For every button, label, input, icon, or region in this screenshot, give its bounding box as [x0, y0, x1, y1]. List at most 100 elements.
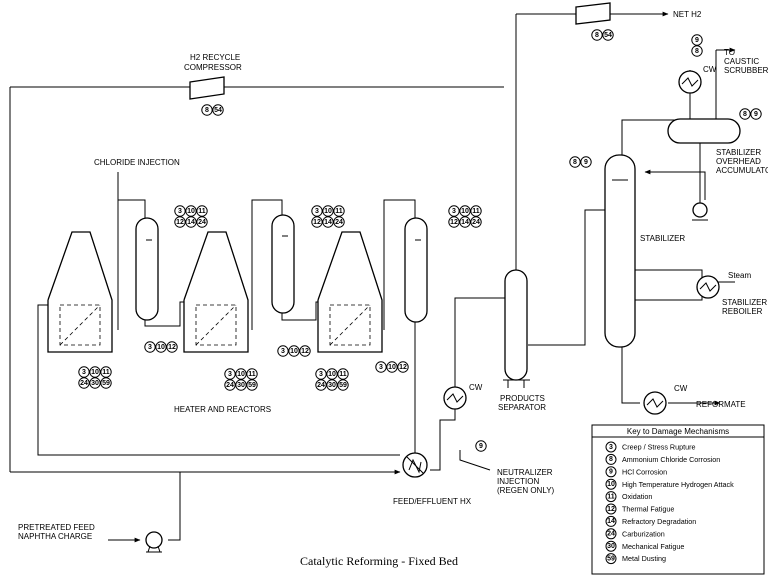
damage-marker-number: 3	[178, 208, 182, 215]
cw-reformate-label: CW	[674, 384, 688, 393]
damage-marker-number: 30	[237, 382, 245, 389]
damage-marker-circle	[174, 216, 186, 228]
damage-marker-number: 11	[335, 208, 343, 215]
damage-marker-number: 3	[228, 371, 232, 378]
damage-marker-circle	[691, 34, 703, 46]
damage-marker-circle	[337, 379, 349, 391]
damage-marker-circle	[78, 366, 90, 378]
damage-marker-number: 11	[102, 369, 110, 376]
key-item-text: Mechanical Fatigue	[622, 542, 684, 551]
accum-bottom-line	[695, 145, 701, 206]
key-title: Key to Damage Mechanisms	[627, 427, 729, 436]
steam-label: Steam	[728, 271, 751, 280]
damage-marker-number: 11	[472, 208, 480, 215]
key-marker-circle	[605, 540, 617, 552]
stab-overhead-line	[621, 70, 691, 160]
damage-marker-circle	[235, 379, 247, 391]
products-label: PRODUCTS	[500, 394, 545, 403]
injection-label: INJECTION	[497, 477, 539, 486]
cw-separator-label: CW	[469, 383, 483, 392]
damage-marker-circle	[397, 361, 409, 373]
caustic-label: CAUSTIC	[724, 57, 759, 66]
damage-marker-number: 24	[80, 380, 88, 387]
damage-marker-number: 11	[248, 371, 256, 378]
feed-pump	[145, 531, 163, 553]
damage-marker-number: 14	[187, 219, 195, 226]
damage-marker-circle	[470, 205, 482, 217]
cw-condenser-label: CW	[703, 65, 717, 74]
damage-marker-circle	[277, 345, 289, 357]
damage-marker-number: 3	[148, 344, 152, 351]
damage-marker-circle	[185, 216, 197, 228]
damage-marker-circle	[459, 205, 471, 217]
damage-marker-number: 59	[339, 382, 347, 389]
key-item-text: HCl Corrosion	[622, 467, 667, 476]
damage-marker-circle	[315, 379, 327, 391]
damage-marker-circle	[691, 45, 703, 57]
stabilizer-label: STABILIZER	[640, 234, 685, 243]
compressor-label: COMPRESSOR	[184, 63, 242, 72]
damage-marker-number: 3	[452, 208, 456, 215]
damage-marker-circle	[78, 377, 90, 389]
damage-marker-circle	[311, 205, 323, 217]
reboiler-loop-line	[635, 269, 703, 301]
damage-marker-circle	[322, 216, 334, 228]
feed-pump-discharge-line	[168, 472, 181, 541]
damage-marker-circle	[100, 366, 112, 378]
damage-marker-circle	[174, 205, 186, 217]
products-separator	[503, 269, 530, 388]
damage-marker-circle	[299, 345, 311, 357]
accumulator-label-2: OVERHEAD	[716, 157, 761, 166]
damage-marker-circle	[196, 205, 208, 217]
stabilizer-reboiler	[696, 275, 720, 299]
key-marker-number: 3	[609, 444, 613, 451]
damage-marker-circle	[235, 368, 247, 380]
heater-3	[317, 231, 383, 353]
overhead-condenser	[678, 70, 702, 94]
key-marker-circle	[605, 503, 617, 515]
overhead-accumulator	[667, 118, 741, 148]
reactor-3	[404, 217, 428, 323]
key-item-text: Oxidation	[622, 492, 652, 501]
key-marker-number: 24	[607, 531, 615, 538]
damage-marker-number: 12	[450, 219, 458, 226]
damage-marker-number: 9	[584, 159, 588, 166]
reformate-cooler	[643, 391, 667, 415]
damage-marker-number: 30	[328, 382, 336, 389]
damage-marker-number: 12	[301, 348, 309, 355]
damage-marker-number: 10	[388, 364, 396, 371]
reflux-line	[644, 169, 706, 200]
damage-marker-number: 10	[324, 208, 332, 215]
damage-marker-number: 14	[461, 219, 469, 226]
key-marker-number: 30	[607, 543, 615, 550]
damage-marker-circle	[337, 368, 349, 380]
damage-marker-circle	[386, 361, 398, 373]
damage-marker-number: 10	[290, 348, 298, 355]
damage-marker-number: 10	[328, 371, 336, 378]
damage-marker-number: 24	[226, 382, 234, 389]
damage-marker-circle	[166, 341, 178, 353]
damage-marker-circle	[246, 368, 258, 380]
damage-marker-number: 14	[324, 219, 332, 226]
key-marker-circle	[605, 515, 617, 527]
damage-marker-circle	[89, 366, 101, 378]
reformate-label: REFORMATE	[696, 400, 746, 409]
damage-marker-number: 9	[754, 111, 758, 118]
damage-marker-number: 24	[198, 219, 206, 226]
key-marker-number: 9	[609, 469, 613, 476]
damage-marker-circle	[580, 156, 592, 168]
damage-marker-number: 10	[157, 344, 165, 351]
key-marker-number: 10	[607, 481, 615, 488]
reboiler-label-2: REBOILER	[722, 307, 763, 316]
damage-key: Key to Damage Mechanisms 3 Creep / Stress…	[591, 424, 765, 575]
key-item-text: Creep / Stress Rupture	[622, 443, 696, 452]
damage-marker-number: 9	[479, 443, 483, 450]
damage-marker-circle	[326, 368, 338, 380]
key-marker-circle	[605, 453, 617, 465]
damage-marker-circle	[322, 205, 334, 217]
damage-marker-circle	[224, 379, 236, 391]
key-marker-number: 14	[607, 518, 615, 525]
to-label: TO	[724, 48, 735, 57]
damage-marker-circle	[201, 104, 213, 116]
